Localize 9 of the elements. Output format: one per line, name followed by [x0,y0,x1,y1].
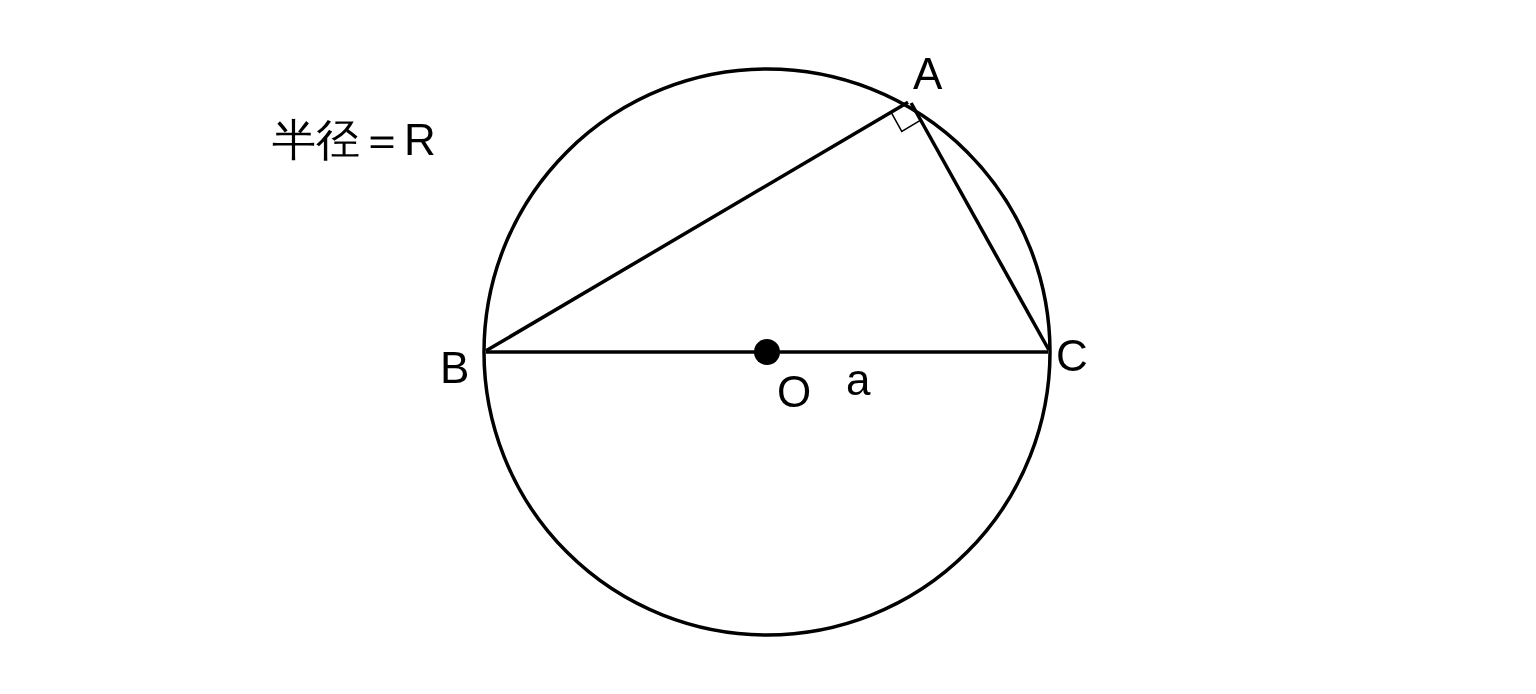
line-segment [486,350,1048,354]
line-segment [909,102,1051,351]
line-segment [485,100,909,353]
vertex-label: A [913,52,943,96]
center-label: O [777,370,812,414]
vertex-label: B [440,346,470,390]
vertex-label: C [1056,334,1088,378]
side-label: a [846,358,871,402]
radius-note: 半径＝R [272,118,436,162]
